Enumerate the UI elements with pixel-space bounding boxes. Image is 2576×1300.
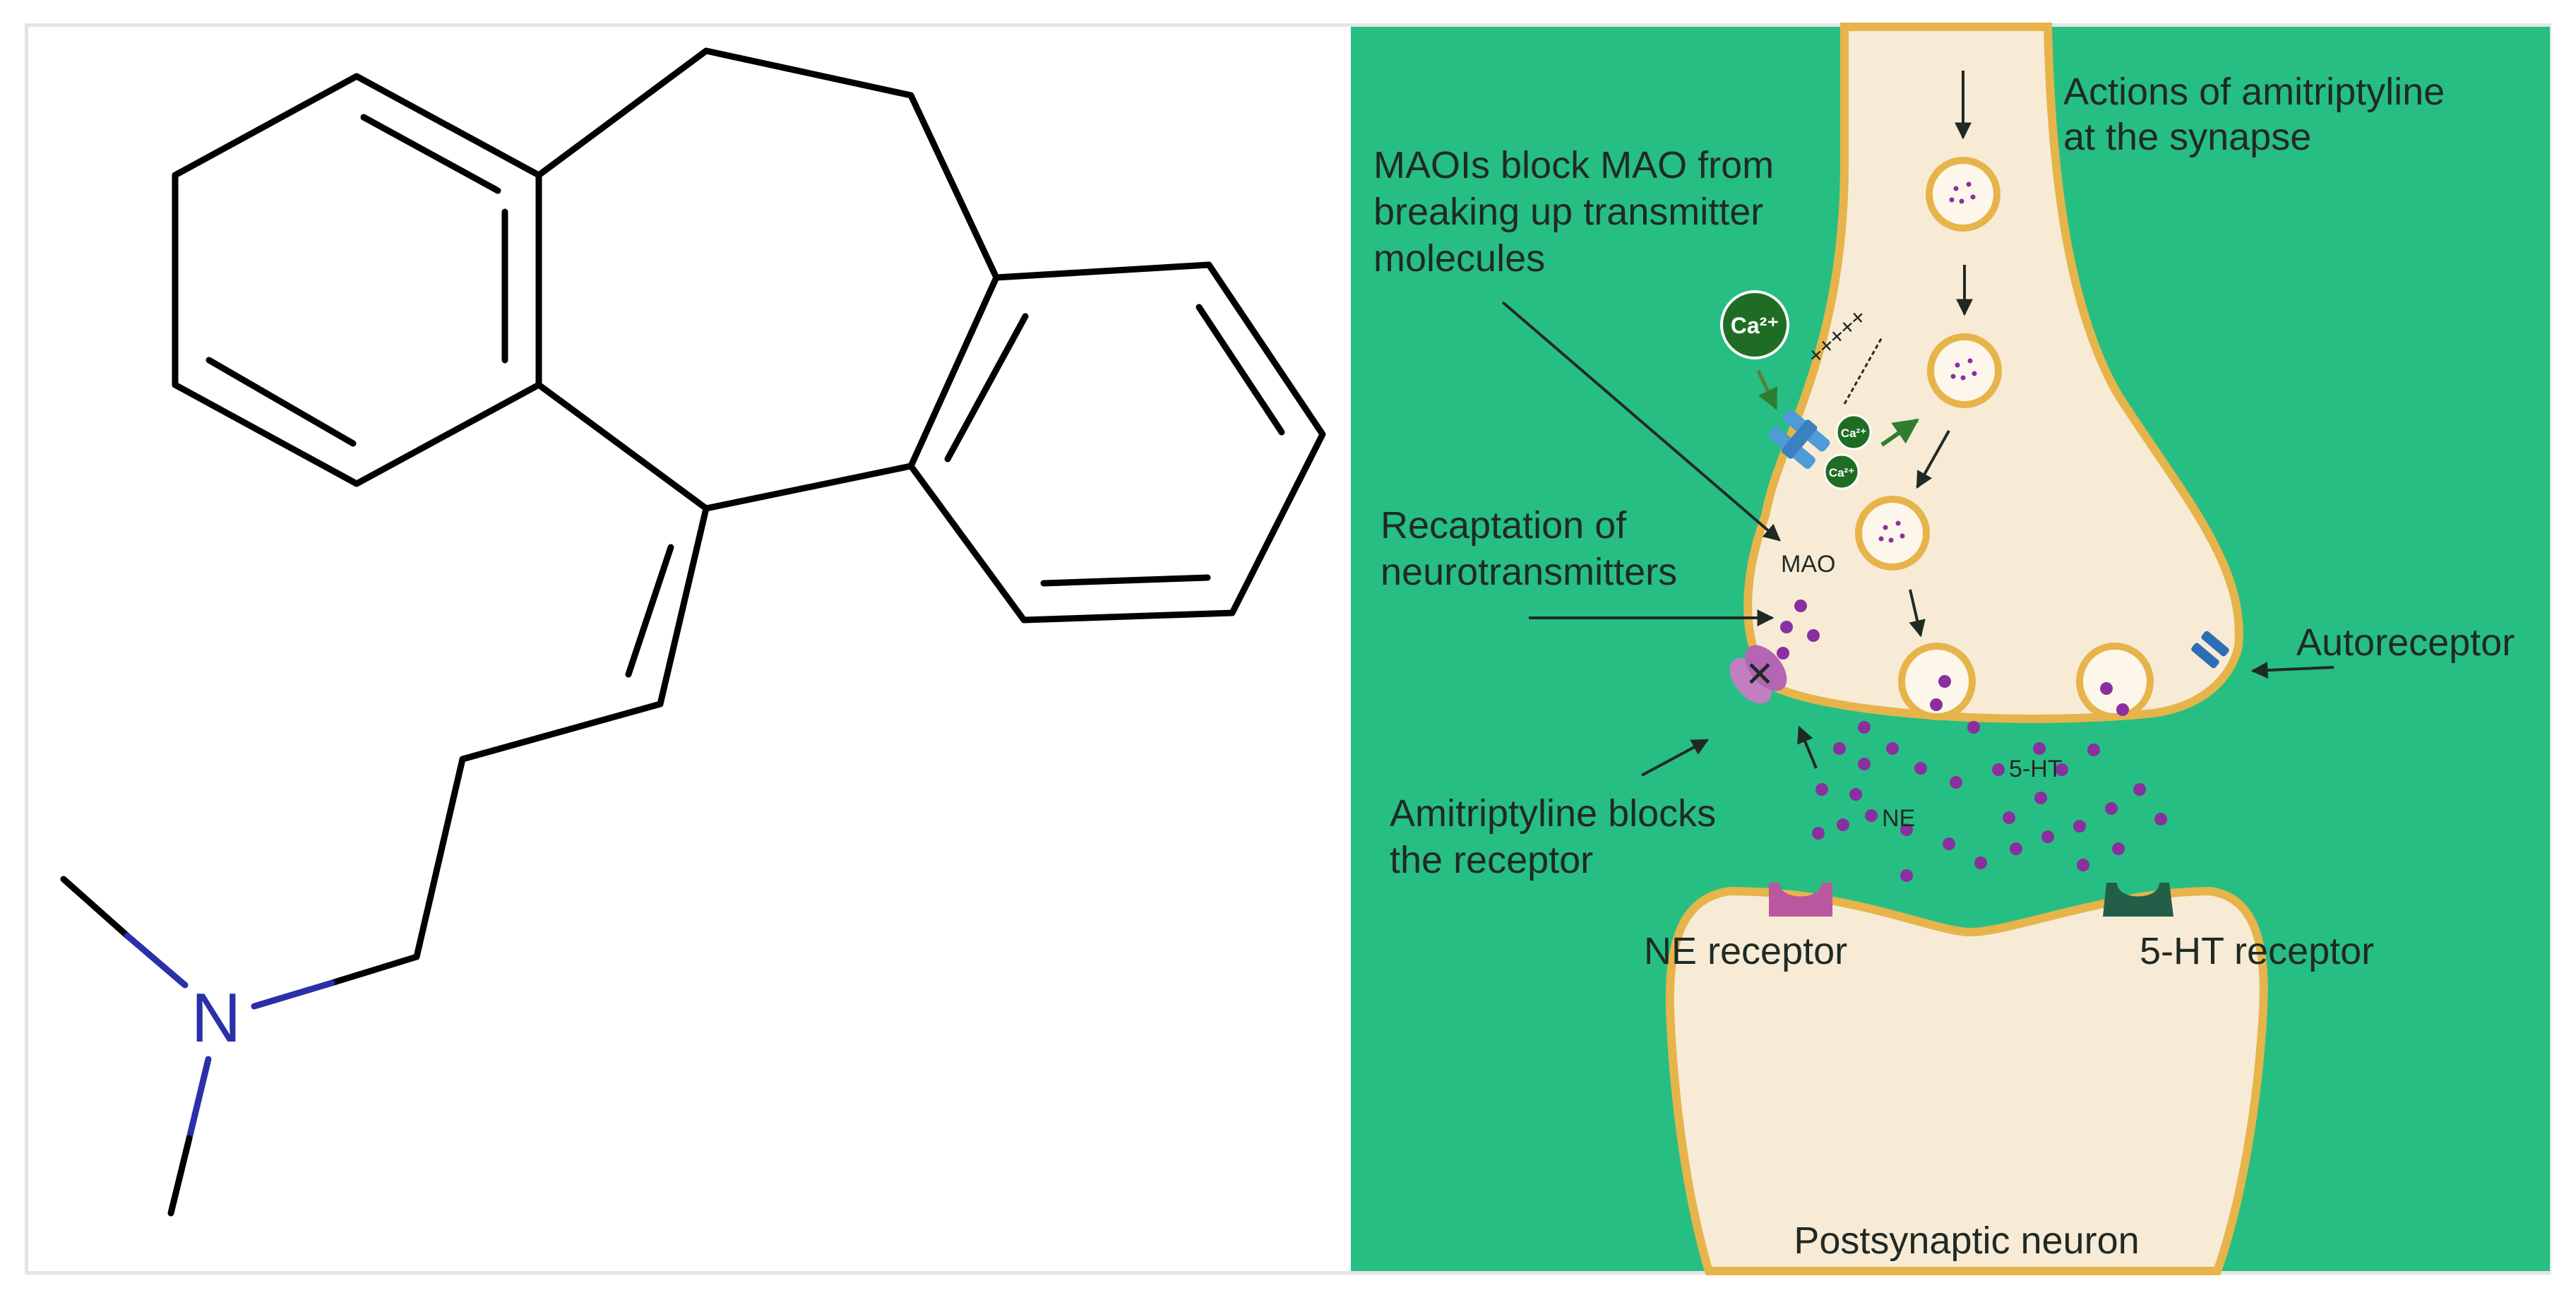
synaptic-vesicle: [1859, 499, 1926, 567]
autoreceptor-pointer-arrow: [2250, 662, 2334, 679]
central-ring-bond: [535, 381, 710, 512]
calcium-ion-small: Ca²⁺: [1823, 453, 1860, 490]
membrane-minus-signs: [1843, 337, 1883, 405]
postsynaptic-neuron-label: Postsynaptic neuron: [1794, 1220, 2139, 1262]
calcium-large-label: Ca²⁺: [1731, 313, 1779, 338]
calcium-channel: [1768, 410, 1830, 469]
synapse-diagram: Ca²⁺ Ca²⁺ Ca²⁺ +++++ MAO: [1351, 23, 2550, 1275]
block-caption-line-1: Amitriptyline blocks: [1390, 792, 1716, 835]
mao-enzyme-label: MAO: [1781, 551, 1835, 578]
methyl-bond-lower: [186, 1056, 212, 1142]
exocyclic-double-bond: [657, 505, 710, 708]
ne-receptor-shape: [1769, 883, 1832, 917]
ht-receptor-label: 5-HT receptor: [2140, 930, 2374, 972]
right-ring-double-bond: [944, 313, 1029, 463]
calcium-entry-arrow: [1756, 369, 1778, 410]
vesicle-flow-arrows: [1909, 71, 1973, 638]
mao-caption-line-2: breaking up transmitter: [1373, 191, 1763, 233]
recapture-caption-line-1: Recaptation of: [1381, 504, 1627, 547]
left-ring-double-bond: [205, 357, 357, 447]
right-ring-double-bond: [1040, 574, 1211, 587]
mao-pointer-arrow: [1501, 301, 1781, 542]
calcium-release-arrow: [1880, 418, 1919, 447]
reuptake-transporter: [1729, 645, 1787, 704]
calcium-small-label: Ca²⁺: [1841, 427, 1866, 440]
autoreceptor-channel: [2191, 631, 2229, 669]
docking-vesicle: [2076, 643, 2154, 720]
diagram-title-line-2: at the synapse: [2063, 116, 2311, 158]
chain-to-nitrogen-bond: [251, 979, 335, 1010]
postsynaptic-neuron: [1665, 886, 2268, 1275]
autoreceptor-label: Autoreceptor: [2296, 621, 2515, 664]
mao-caption-line-3: molecules: [1373, 237, 1545, 280]
right-ring-double-bond: [1195, 304, 1285, 436]
recapture-caption-line-2: neurotransmitters: [1381, 551, 1677, 593]
serotonin-cleft-label: 5-HT: [2009, 756, 2063, 782]
block-pointer-arrow: [1641, 739, 1710, 777]
docking-vesicle: [1898, 643, 1976, 720]
left-benzene-ring: [172, 73, 542, 487]
transporter-block-mark: ✕: [1745, 654, 1775, 695]
methyl-bond-lower: [167, 1135, 193, 1217]
propylidene-chain: [413, 700, 664, 960]
mao-caption-line-1: MAOIs block MAO from: [1373, 144, 1774, 186]
methyl-bond-upper: [60, 876, 131, 939]
ne-receptor-label: NE receptor: [1644, 930, 1847, 972]
reuptake-upward-arrow: [1797, 725, 1818, 769]
norepinephrine-cleft-label: NE: [1882, 805, 1915, 832]
ht-receptor-shape: [2103, 883, 2174, 917]
central-ring-bond: [703, 463, 914, 512]
right-benzene-ring: [907, 261, 1326, 624]
nitrogen-atom-label: N: [191, 979, 242, 1056]
calcium-small-label: Ca²⁺: [1829, 466, 1854, 479]
amitriptyline-molecule: [60, 47, 1326, 1217]
reuptake-dots: [1777, 600, 1820, 660]
synaptic-vesicle: [1929, 160, 1997, 228]
diagram-title-line-1: Actions of amitriptyline: [2063, 71, 2445, 113]
calcium-ion-large: Ca²⁺: [1720, 290, 1789, 359]
block-caption-line-2: the receptor: [1390, 839, 1593, 881]
ethylene-bridge: [535, 47, 1000, 281]
synaptic-cleft-neurotransmitters: [1812, 721, 2167, 882]
chain-to-nitrogen-bond: [328, 953, 420, 986]
synaptic-vesicle: [1931, 337, 1998, 405]
calcium-ion-small: Ca²⁺: [1835, 414, 1872, 451]
left-ring-double-bond: [360, 114, 501, 194]
methyl-bond-upper: [124, 932, 189, 989]
exocyclic-double-bond: [625, 544, 674, 678]
